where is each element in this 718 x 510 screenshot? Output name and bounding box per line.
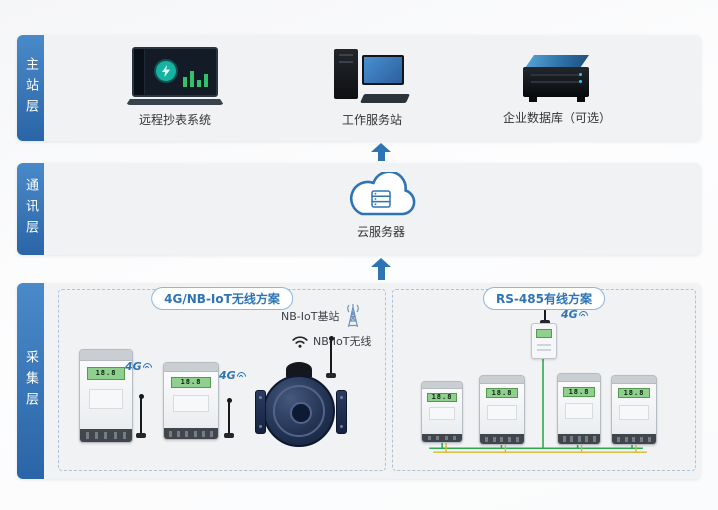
- meter-lcd: 18.8: [171, 376, 211, 389]
- layer-tab-label: 通讯层: [23, 177, 38, 241]
- cloud-server-icon: [345, 170, 417, 226]
- meter1-antenna-icon: [135, 394, 147, 438]
- 4g-gateway-device: [531, 323, 557, 359]
- wired-scheme-title: RS-485有线方案: [483, 287, 605, 310]
- wifi-icon: [292, 336, 308, 348]
- wired-scheme-section: RS-485有线方案 4G 18.8: [392, 287, 696, 471]
- layer-tab-communication: 通讯层: [17, 163, 44, 255]
- cell-tower-icon: [347, 304, 360, 328]
- wired-meter-3: 18.8: [557, 373, 601, 445]
- work-service-station: 工作服务站: [322, 47, 422, 128]
- dashboard-screen: [132, 47, 218, 97]
- layer-tab-label: 主站层: [23, 56, 38, 120]
- wired-meter-1: 18.8: [421, 381, 463, 443]
- bar-chart-icon: [183, 71, 208, 87]
- water-meter: [255, 336, 415, 464]
- gateway-4g-badge: 4G: [561, 308, 591, 322]
- nbiot-base-station: NB-IoT基站: [281, 303, 363, 329]
- wired-meter-4: 18.8: [611, 375, 657, 445]
- nbiot-base-station-label: NB-IoT基站: [281, 310, 340, 323]
- meter2-antenna-icon: [223, 398, 235, 438]
- water-meter-body: [263, 375, 335, 447]
- layer-collection: 采集层 4G/NB-IoT无线方案 NB-IoT基站: [17, 283, 701, 479]
- pc-tower-icon: [334, 49, 358, 99]
- gateway-lcd: [536, 329, 552, 338]
- item-label: 远程抄表系统: [138, 113, 211, 127]
- water-meter-antenna-icon: [325, 336, 337, 378]
- pipe-flange-right: [336, 390, 347, 434]
- water-meter-dome: [286, 362, 312, 377]
- lightning-logo-icon: [156, 61, 176, 81]
- monitor-icon: [362, 55, 404, 85]
- wireless-scheme-section: 4G/NB-IoT无线方案 NB-IoT基站: [58, 287, 386, 471]
- workstation-computer-icon: [334, 47, 411, 105]
- rs485-bus-wires: [429, 356, 647, 453]
- item-label: 工作服务站: [341, 113, 402, 127]
- item-label: 企业数据库（可选）: [502, 111, 611, 125]
- nbiot-wireless-link: NB-IoT无线: [291, 333, 371, 349]
- cloud-server-label: 云服务器: [356, 225, 405, 239]
- electric-meter-1: 18.8: [79, 349, 133, 443]
- layer-main-station: 主站层 远程抄表系统 工作服务站: [17, 35, 701, 141]
- meter-lcd: 18.8: [485, 388, 519, 399]
- signal-arcs-icon: [140, 360, 155, 374]
- meter-lcd: 18.8: [427, 392, 457, 402]
- wired-meter-2: 18.8: [479, 375, 525, 445]
- nbiot-wireless-label: NB-IoT无线: [313, 335, 372, 348]
- dashboard-laptop-icon: [126, 47, 224, 105]
- wireless-scheme-title: 4G/NB-IoT无线方案: [151, 287, 293, 310]
- meter2-4g-badge: 4G: [219, 369, 249, 383]
- up-arrow-collect-to-comm: [371, 258, 391, 280]
- meter1-4g-badge: 4G: [125, 360, 155, 374]
- meter-lcd: 18.8: [617, 388, 651, 399]
- layer-tab-main-station: 主站层: [17, 35, 44, 141]
- remote-meter-reading-system: 远程抄表系统: [117, 47, 233, 128]
- enterprise-database: 企业数据库（可选）: [495, 53, 619, 126]
- layer-tab-label: 采集层: [23, 349, 38, 413]
- layer-communication: 通讯层 云服务器: [17, 163, 701, 255]
- meter-lcd: 18.8: [86, 366, 126, 381]
- keyboard-icon: [359, 94, 411, 103]
- database-server-icon: [521, 53, 593, 103]
- electric-meter-2: 18.8: [163, 362, 219, 440]
- pipe-flange-left: [255, 390, 266, 434]
- up-arrow-comm-to-main: [371, 143, 391, 161]
- meter-lcd: 18.8: [563, 386, 595, 398]
- layer-tab-collection: 采集层: [17, 283, 44, 479]
- signal-arcs-icon: [234, 369, 249, 383]
